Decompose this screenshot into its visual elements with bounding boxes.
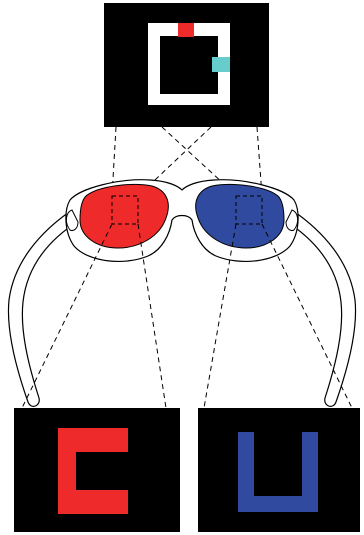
top-panel-inner-black xyxy=(160,36,218,94)
red-offset-block xyxy=(178,23,194,37)
top-panel xyxy=(104,3,269,127)
left-eye-panel xyxy=(14,408,180,532)
right-eye-panel xyxy=(198,408,360,532)
right-panel-background xyxy=(198,408,360,532)
left-temple-arm xyxy=(8,210,80,406)
anaglyph-glasses xyxy=(8,180,355,407)
projection-lines-bottom xyxy=(22,224,352,408)
cyan-offset-block xyxy=(212,57,230,72)
projection-line xyxy=(262,224,352,408)
right-temple-arm xyxy=(284,210,356,406)
